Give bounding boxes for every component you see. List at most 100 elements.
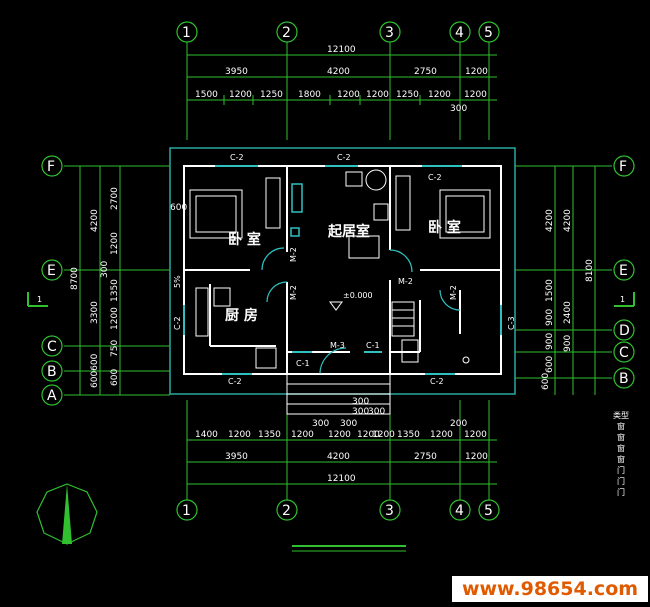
dim-bottom-fine: 1200 [328,430,351,440]
section-marker-right [614,292,635,307]
door-tag: M-2 [289,247,298,262]
legend-item: 窗 [617,444,625,453]
watermark-link[interactable]: www.98654.com [452,576,648,602]
section-marker-left [27,292,48,307]
dim-bottom-fine: 1200 [291,430,314,440]
dim-bottom-fine: 1200 [372,430,395,440]
dim-right-fine: 1500 [545,279,555,302]
dim-top-mid: 1200 [465,67,488,77]
left-axis-bubbles [41,155,63,406]
axis-label: C [47,339,57,355]
dim-left-fine: 1350 [110,279,120,302]
dim-right-mid: 2400 [563,301,573,324]
dim-top-fine: 1200 [337,90,360,100]
window-tag: C-2 [337,153,351,162]
window-tag: C-1 [296,359,310,368]
axis-label: B [619,371,629,387]
level-mark: ±0.000 [343,291,373,300]
interior-stair [391,301,415,337]
dim-right-fine: 4200 [545,209,555,232]
door-tag: M-3 [330,341,345,350]
dim-top-mid: 2750 [414,67,437,77]
legend-item: 窗 [617,422,625,431]
interior-walls [184,166,501,374]
dim-bottom-fine: 1350 [397,430,420,440]
dim-bottom-fine: 1200 [357,430,380,440]
dim-left-mid: 600600 [90,353,100,388]
dim-top-fine: 1200 [229,90,252,100]
dim-top-mid: 3950 [225,67,248,77]
dim-top-fine: 1200 [464,90,487,100]
dim-bottom-mid: 4200 [327,452,350,462]
axis-label: E [619,263,628,279]
dim-left-fine: 600 [110,369,120,386]
axis-label: 4 [455,503,464,519]
entry-steps [286,373,391,415]
door-tag: M-2 [449,285,458,300]
window-tag: C-2 [230,153,244,162]
room-label-living: 起居室 [327,223,370,240]
dim-bottom-mid: 2750 [414,452,437,462]
dim-bottom-fine: 1400 [195,430,218,440]
dim-top-total: 12100 [327,45,356,55]
dim-left-mid: 4200 [90,209,100,232]
top-axis-bubbles [176,21,500,43]
axis-label: 1 [182,25,191,41]
axis-label: D [619,323,630,339]
dim-left-600: 600 [170,203,187,213]
dim-left-fine: 2700 [110,187,120,210]
doors [261,247,461,375]
legend-item: 窗 [617,455,625,464]
slope-tag: 5% [173,275,182,288]
window-tag: C-2 [228,377,242,386]
dim-left-fine: 300 [100,261,110,278]
room-label-kitchen: 厨 房 [225,307,258,324]
legend-item: 窗 [617,433,625,442]
dim-right-fine: 600 [545,356,555,373]
dim-right-total: 8100 [585,259,595,282]
section-label: 1 [620,295,625,304]
room-label-bedroom-left: 卧 室 [228,231,261,248]
dim-top-fine: 1200 [428,90,451,100]
right-axis-bubbles [613,155,635,389]
dim-left-total: 8700 [70,267,80,290]
window-tag: C-1 [366,341,380,350]
dim-left-fine: 750 [110,340,120,357]
dim-left-mid: 3300 [90,301,100,324]
dim-right-fine: 900 [545,333,555,350]
axis-label: F [47,159,55,175]
axis-label: E [47,263,56,279]
dim-bottom-mid: 3950 [225,452,248,462]
bottom-dimensions [186,400,497,500]
dim-top-fine: 1500 [195,90,218,100]
door-tag: M-2 [289,285,298,300]
axis-label: B [47,364,57,380]
window-tag: C-2 [428,173,442,182]
dim-right-extra: 900 [563,335,573,352]
cyan-fixtures [290,183,303,237]
opening-legend: 类型 窗 窗 窗 窗 门 门 门 [606,410,636,498]
level-triangle-icon [329,301,343,311]
dim-bottom-fine: 1350 [258,430,281,440]
axis-label: A [47,388,57,404]
axis-label: F [619,159,627,175]
dim-step: 300 [340,419,357,429]
dim-step: 300 [368,407,385,417]
top-dimensions [186,42,497,140]
axis-label: 2 [282,503,291,519]
axis-label: 3 [385,503,394,519]
north-needle-icon [62,484,72,544]
dim-top-mid: 4200 [327,67,350,77]
dim-top-fine: 1250 [260,90,283,100]
dim-top-300: 300 [450,104,467,114]
dim-left-fine: 1200 [110,232,120,255]
dim-right-fine: 900 [545,309,555,326]
legend-item: 门 [617,477,625,486]
section-label: 1 [37,295,42,304]
axis-label: 5 [484,25,493,41]
dim-right-mid: 600 [541,373,551,390]
axis-label: 4 [455,25,464,41]
room-label-bedroom-right: 卧 室 [428,219,461,236]
dim-top-fine: 1250 [396,90,419,100]
